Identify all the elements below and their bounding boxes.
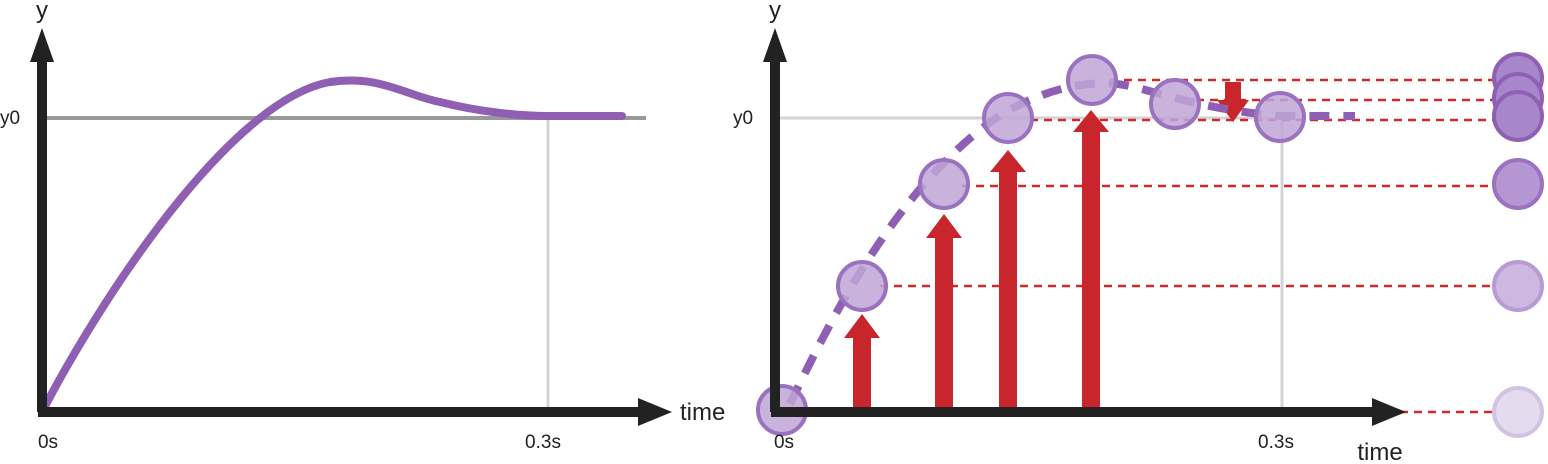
- sample-circle-icon: [982, 92, 1034, 144]
- left-y-arrowhead-icon: [30, 28, 54, 62]
- left-origin-label: 0s: [38, 432, 58, 453]
- left-y-axis-label: y: [36, 0, 48, 24]
- sample-circle-icon: [1254, 91, 1306, 143]
- sample-circle-icon: [1066, 54, 1118, 106]
- right-origin-label: 0s: [774, 432, 794, 453]
- red-arrow-icon: [1073, 110, 1109, 412]
- left-x-axis-label: time: [680, 399, 725, 426]
- left-panel: y time y0 0s 0.3s: [0, 0, 725, 453]
- sample-markers: [756, 54, 1306, 436]
- sample-circle-icon: [1149, 78, 1201, 130]
- right-end-label: 0.3s: [1258, 432, 1294, 453]
- red-arrow-icon: [1217, 82, 1249, 122]
- output-markers: [1492, 52, 1544, 438]
- sample-circle-icon: [836, 260, 888, 312]
- red-arrow-icon: [926, 214, 962, 412]
- output-circle-icon: [1492, 90, 1544, 142]
- left-response-curve: [38, 76, 626, 416]
- red-arrow-icon: [990, 150, 1026, 412]
- velocity-arrows: [844, 82, 1249, 412]
- right-y-axis-label: y: [769, 0, 781, 24]
- right-panel: y time y0 0s 0.3s: [733, 0, 1544, 464]
- right-target-label: y0: [733, 108, 753, 129]
- right-x-arrowhead-icon: [1372, 398, 1406, 426]
- right-y-arrowhead-icon: [763, 28, 787, 62]
- output-circle-icon: [1492, 158, 1544, 210]
- left-target-label: y0: [0, 108, 20, 129]
- red-arrow-icon: [844, 314, 880, 412]
- output-circle-icon: [1492, 386, 1544, 438]
- dashed-level-lines: [880, 78, 1520, 414]
- output-circle-icon: [1492, 260, 1544, 312]
- left-x-arrowhead-icon: [638, 398, 672, 426]
- left-end-label: 0.3s: [525, 432, 561, 453]
- sample-circle-icon: [918, 158, 970, 210]
- right-x-axis-label: time: [1357, 439, 1402, 464]
